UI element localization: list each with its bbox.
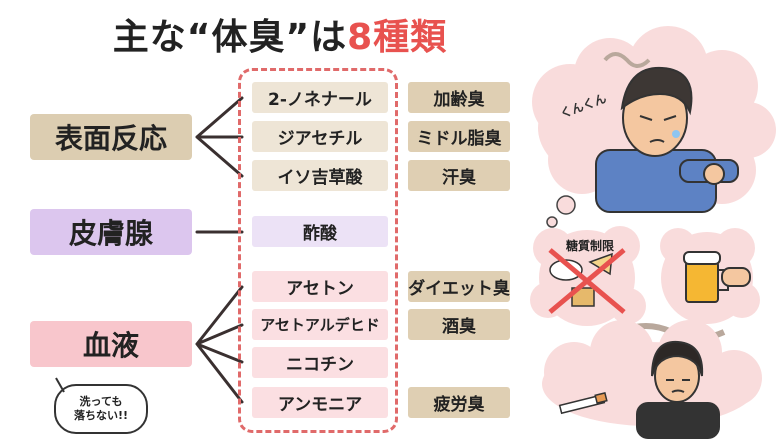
compound-acetaldehyde: アセトアルデヒド [252,309,388,340]
category-surface-reaction: 表面反応 [30,114,192,160]
category-blood: 血液 [30,321,192,367]
odor-middle-fat: ミドル脂臭 [408,121,510,152]
compound-ammonia: アンモニア [252,387,388,418]
tired-woman-icon [636,340,720,439]
odor-aging: 加齢臭 [408,82,510,113]
surface-connector [195,96,244,178]
note-bubble: 洗っても 落ちない!! [54,384,148,434]
man-sniffing-icon [595,66,739,213]
compound-nicotine: ニコチン [252,347,388,378]
odor-fatigue: 疲労臭 [408,387,510,418]
odor-alcohol: 酒臭 [408,309,510,340]
compound-acetone: アセトン [252,271,388,302]
page-title: 主な“体臭”は8種類 [0,8,560,60]
blood-connector [195,285,244,404]
diet-label: 糖質制限 [565,238,614,253]
odor-sweat: 汗臭 [408,160,510,191]
note-line1: 洗っても [79,395,123,408]
title-accent: 8種類 [347,17,448,58]
bubble-tail [55,377,65,393]
cigarette-icon [558,392,608,415]
compound-isovaleric-acid: イソ吉草酸 [252,160,388,191]
compound-acetic-acid: 酢酸 [252,216,388,247]
note-line2: 落ちない!! [73,409,129,422]
title-prefix: 主な“体臭”は [112,17,348,58]
compound-diacetyl: ジアセチル [252,121,388,152]
compound-group-box [238,68,398,433]
beer-mug-icon [660,228,760,324]
odor-diet: ダイエット臭 [408,271,510,302]
diet-food-crossed-icon [530,226,646,326]
compound-nonenal: 2-ノネナール [252,82,388,113]
category-skin-gland: 皮膚腺 [30,209,192,255]
